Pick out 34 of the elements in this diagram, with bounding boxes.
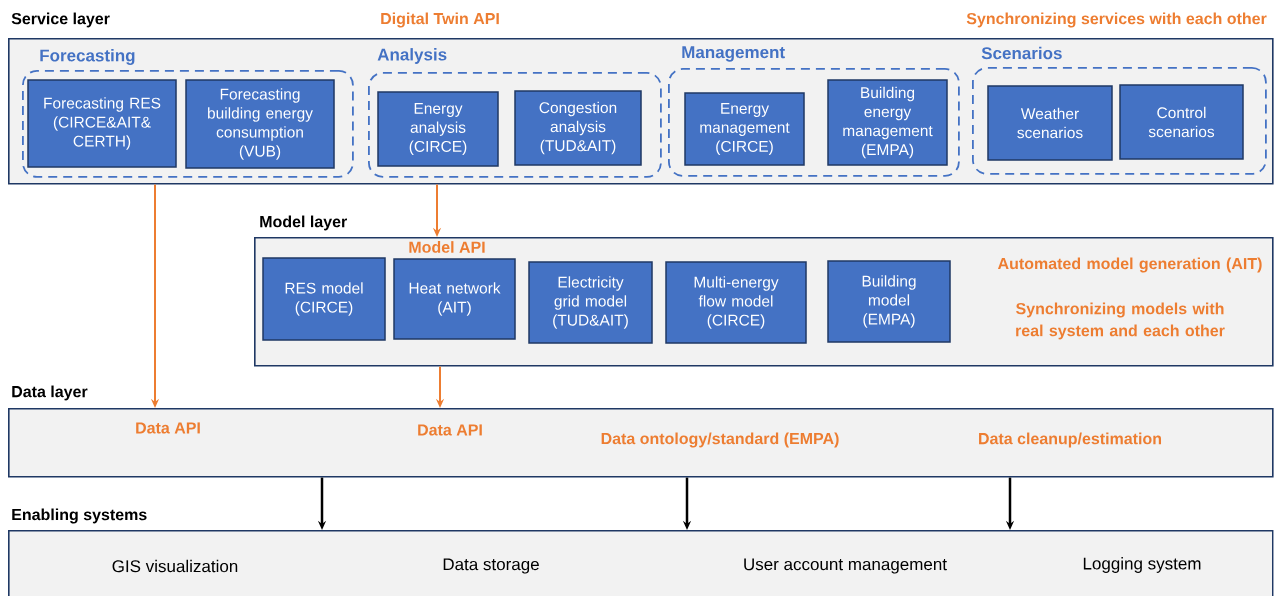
service-box: Energy analysis (CIRCE) — [377, 91, 499, 167]
group-title: Analysis — [377, 48, 447, 64]
group-title: Forecasting — [40, 49, 135, 65]
service-box: Energy management (CIRCE) — [684, 92, 805, 166]
api-label: Data cleanup/estimation — [979, 432, 1161, 448]
service-box: Forecasting RES (CIRCE&AIT& CERTH) — [27, 79, 177, 168]
api-label: Automated model generation (AIT) — [997, 257, 1262, 273]
api-label: Data API — [136, 422, 200, 434]
service-box: Electricity grid model (TUD&AIT) — [528, 261, 653, 344]
group-title: Management — [682, 46, 785, 62]
layer-heading: Data layer — [12, 385, 88, 401]
group-title: Scenarios — [981, 46, 1062, 60]
service-box: Control scenarios — [1119, 84, 1244, 160]
service-box: Congestion analysis (TUD&AIT) — [514, 90, 642, 166]
api-label: Synchronizing services with each other — [966, 12, 1267, 28]
service-box: Building energy management (EMPA) — [827, 79, 948, 166]
system-label: GIS visualization — [112, 559, 238, 573]
service-box: Building model (EMPA) — [827, 260, 951, 343]
system-label: Data storage — [443, 558, 539, 574]
service-box: Heat network (AIT) — [393, 258, 516, 340]
service-box: Multi-energy flow model (CIRCE) — [665, 261, 807, 344]
system-label: Logging system — [1083, 557, 1201, 573]
system-label: User account management — [744, 558, 947, 574]
service-box: RES model (CIRCE) — [262, 257, 386, 341]
service-box: Forecasting building energy consumption (VUB) — [185, 79, 335, 169]
layer-heading: Service layer — [11, 12, 110, 28]
api-label: Model API — [409, 241, 485, 253]
api-label: Synchronizing models with real system and each other — [1016, 302, 1225, 340]
layer-heading: Enabling systems — [12, 508, 147, 524]
api-label: Data API — [418, 424, 482, 436]
api-label: Data ontology/standard (EMPA) — [601, 432, 839, 448]
service-box: Weather scenarios — [987, 85, 1113, 161]
api-label: Digital Twin API — [381, 12, 499, 28]
layer-heading: Model layer — [260, 215, 347, 231]
